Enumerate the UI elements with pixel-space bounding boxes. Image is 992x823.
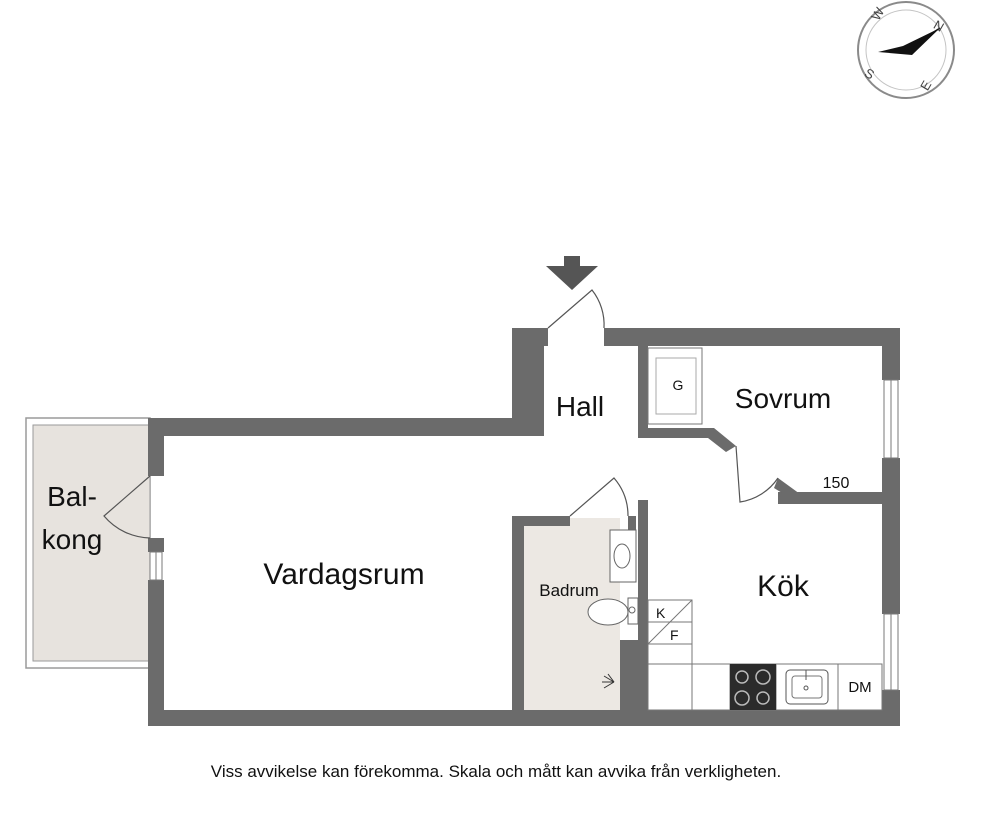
fridge-freezer	[647, 599, 693, 711]
wardrobe	[647, 347, 703, 425]
room-badrum: Badrum	[539, 581, 599, 600]
compass: N E S W	[857, 1, 955, 99]
entrance-arrow-icon	[546, 256, 598, 290]
room-hall: Hall	[556, 391, 604, 422]
freezer-label: F	[670, 627, 679, 643]
fridge-label: K	[656, 605, 666, 621]
bedroom-angled-wall-lower	[774, 478, 800, 504]
walls	[148, 328, 900, 726]
room-balkong-line1: Bal-	[47, 481, 97, 512]
toilet-icon	[587, 598, 629, 626]
compass-needle-icon	[878, 28, 940, 55]
bedroom-angled-wall	[638, 428, 736, 452]
dishwasher-label: DM	[848, 679, 871, 696]
doors	[103, 289, 779, 539]
bathroom-fixtures	[587, 529, 639, 626]
shower-icon	[602, 673, 615, 689]
room-balkong-line2: kong	[42, 524, 103, 555]
sink-icon	[613, 543, 631, 569]
wardrobe-label: G	[673, 377, 684, 393]
kitchen-sink-icon	[785, 669, 829, 705]
bed-width-label: 150	[823, 475, 850, 492]
disclaimer-text: Viss avvikelse kan förekomma. Skala och …	[210, 762, 782, 781]
stove-burner-icons	[734, 669, 771, 706]
room-kok: Kök	[757, 570, 810, 603]
room-vardagsrum: Vardagsrum	[263, 558, 424, 591]
room-sovrum: Sovrum	[735, 383, 831, 414]
